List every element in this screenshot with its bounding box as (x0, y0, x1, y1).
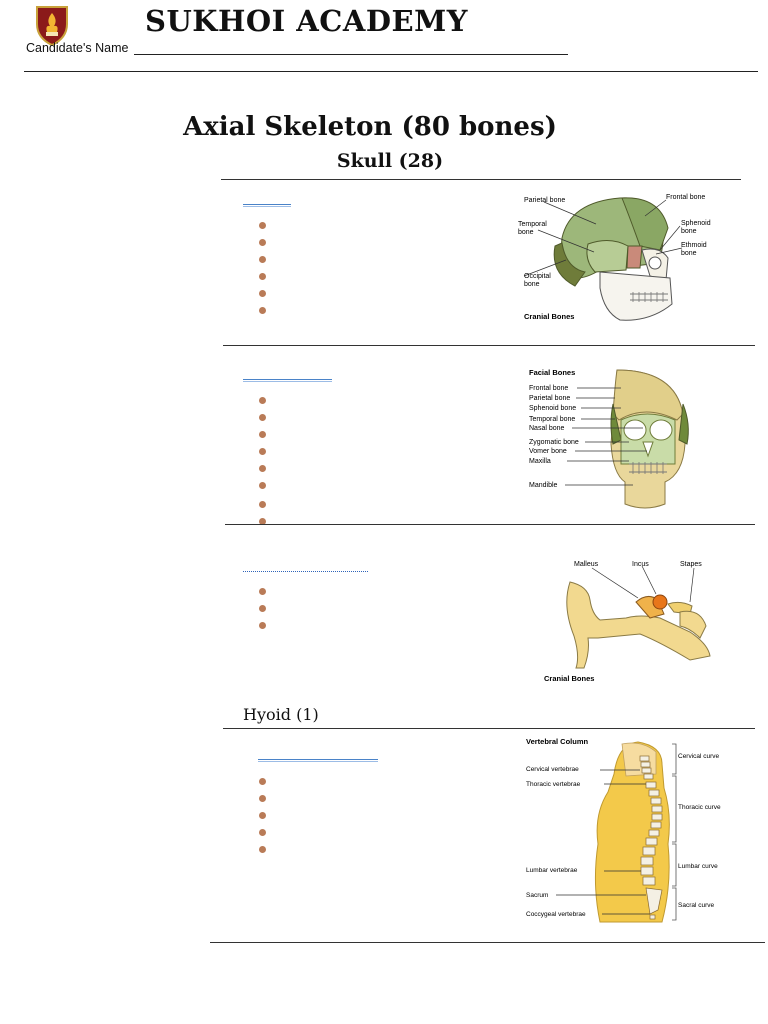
section-divider (225, 524, 755, 525)
bullet-list-facial (259, 397, 267, 527)
list-item (259, 307, 266, 314)
list-item (259, 829, 266, 836)
figure-label: bone (518, 229, 534, 236)
figure-label: Cervical curve (678, 753, 720, 760)
section-divider (221, 179, 741, 180)
figure-label: Thoracic curve (678, 804, 721, 811)
figure-label: Thoracic vertebrae (526, 781, 581, 788)
figure-label: Lumbar curve (678, 863, 718, 870)
academy-name: SUKHOI ACADEMY (145, 4, 468, 38)
figure-label: bone (524, 281, 540, 288)
list-item (259, 448, 266, 455)
figure-label: Maxilla (529, 458, 551, 465)
figure-label: Lumbar vertebrae (526, 867, 578, 874)
figure-label: Frontal bone (529, 385, 568, 392)
list-item (259, 778, 266, 785)
figure-label: Malleus (574, 561, 599, 568)
figure-label: Frontal bone (666, 194, 705, 201)
figure-label: Stapes (680, 561, 702, 568)
figure-label: Temporal (518, 221, 547, 228)
academy-logo-shield-icon (36, 6, 68, 46)
ear-ossicles-figure: Malleus Incus Stapes Cranial Bones (544, 561, 711, 683)
header-divider (24, 71, 758, 72)
hyoid-label: Hyoid (1) (243, 705, 319, 724)
list-item (259, 812, 266, 819)
list-item (259, 588, 266, 595)
list-item (259, 465, 266, 472)
bullet-list-ossicles (259, 588, 267, 629)
list-item (259, 501, 266, 508)
figure-label: Coccygeal vertebrae (526, 911, 586, 918)
list-item (259, 795, 266, 802)
list-item (259, 622, 266, 629)
figure-label: Sacral curve (678, 902, 715, 909)
section-divider (210, 942, 765, 943)
bullet-list-cranial (259, 222, 267, 322)
list-item (259, 605, 266, 612)
figure-label: Incus (632, 561, 649, 568)
figure-label: Vomer bone (529, 448, 567, 455)
list-item (259, 431, 266, 438)
figure-caption: Cranial Bones (524, 312, 574, 321)
list-item (259, 256, 266, 263)
list-item (259, 518, 266, 525)
figure-heading: Facial Bones (529, 368, 575, 377)
cranial-bones-figure: Parietal bone Frontal bone Temporal bone… (518, 194, 711, 321)
figure-label: bone (681, 250, 697, 257)
bullet-list-vertebral (259, 778, 267, 853)
list-item (259, 397, 266, 404)
figure-label: Sphenoid (681, 220, 711, 227)
figure-caption: Cranial Bones (544, 674, 594, 683)
list-item (259, 414, 266, 421)
figure-heading: Vertebral Column (526, 737, 589, 746)
section-title-skull: Skull (28) (336, 150, 444, 172)
answer-blank-heading-cranial[interactable] (243, 204, 291, 207)
list-item (259, 273, 266, 280)
figure-label: Occipital (524, 273, 551, 280)
vertebral-column-figure: Vertebral Column Cervical vertebrae Thor… (526, 737, 721, 923)
list-item (259, 482, 266, 489)
candidate-name-label: Candidate's Name (26, 41, 129, 55)
list-item (259, 290, 266, 297)
figure-label: Temporal bone (529, 416, 575, 423)
list-item (259, 846, 266, 853)
candidate-name-blank[interactable] (134, 54, 568, 55)
page-title: Axial Skeleton (80 bones) (183, 112, 557, 142)
facial-bones-figure: Facial Bones Frontal bone Parietal bone … (529, 368, 689, 509)
figure-label: Sacrum (526, 892, 548, 899)
figure-label: Zygomatic bone (529, 439, 579, 446)
figure-label: Nasal bone (529, 425, 565, 432)
answer-blank-heading-vertebral[interactable] (258, 759, 378, 762)
figure-label: bone (681, 228, 697, 235)
figure-label: Sphenoid bone (529, 405, 576, 412)
section-divider (223, 345, 755, 346)
section-divider (223, 728, 755, 729)
answer-blank-heading-facial[interactable] (243, 379, 332, 382)
figure-label: Mandible (529, 482, 558, 489)
figure-label: Parietal bone (524, 197, 565, 204)
list-item (259, 222, 266, 229)
answer-blank-heading-ossicles[interactable] (243, 571, 368, 573)
figure-label: Cervical vertebrae (526, 766, 579, 773)
figure-label: Ethmoid (681, 242, 707, 249)
list-item (259, 239, 266, 246)
figure-label: Parietal bone (529, 395, 570, 402)
